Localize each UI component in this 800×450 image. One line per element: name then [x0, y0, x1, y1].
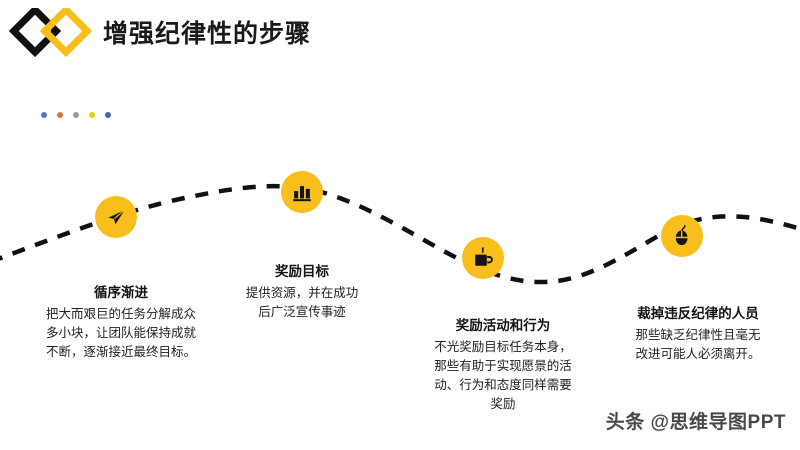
step-node-1[interactable]	[95, 196, 137, 238]
double-diamond-logo	[6, 4, 98, 60]
step-body-3: 不光奖励目标任务本身， 那些有助于实现愿景的活 动、行为和态度同样需要 奖励	[413, 338, 593, 414]
step-node-4[interactable]	[661, 215, 703, 257]
step-body-4-line-2: 改进可能人必须离开。	[635, 347, 761, 361]
bar-chart-icon	[293, 186, 311, 202]
step-text-block-1: 循序渐进 把大而艰巨的任务分解成众 多小块，让团队能保持成就 不断，逐渐接近最终…	[28, 283, 214, 362]
diamond-black	[8, 4, 62, 58]
step-body-4: 那些缺乏纪律性且毫无 改进可能人必须离开。	[608, 326, 788, 364]
dot-5	[105, 112, 111, 118]
step-title-1: 循序渐进	[94, 285, 148, 300]
step-text-block-4: 裁掉违反纪律的人员 那些缺乏纪律性且毫无 改进可能人必须离开。	[608, 304, 788, 364]
step-node-3[interactable]	[462, 237, 504, 279]
diamond-yellow	[39, 4, 93, 58]
step-body-4-line-1: 那些缺乏纪律性且毫无	[635, 328, 761, 342]
step-body-3-line-3: 动、行为和态度同样需要	[434, 378, 572, 392]
step-body-3-line-4: 奖励	[490, 397, 516, 411]
computer-mouse-icon	[675, 225, 688, 246]
watermark: 头条 @思维导图PPT	[605, 412, 786, 433]
decorative-dot-row	[41, 112, 111, 118]
step-title-4: 裁掉违反纪律的人员	[637, 306, 759, 321]
step-text-block-2: 奖励目标 提供资源，并在成功 后广泛宣传事迹	[211, 262, 393, 322]
step-title-3: 奖励活动和行为	[455, 318, 551, 333]
step-body-3-line-2: 那些有助于实现愿景的活	[434, 359, 572, 373]
step-body-2-line-1: 提供资源，并在成功	[245, 286, 359, 300]
cursor-pointer-icon	[108, 209, 125, 225]
step-body-3-line-1: 不光奖励目标任务本身，	[434, 340, 572, 354]
dot-1	[41, 112, 47, 118]
step-text-block-3: 奖励活动和行为 不光奖励目标任务本身， 那些有助于实现愿景的活 动、行为和态度同…	[413, 316, 593, 414]
coffee-cup-icon	[475, 247, 493, 266]
step-body-2: 提供资源，并在成功 后广泛宣传事迹	[211, 284, 393, 322]
step-body-2-line-2: 后广泛宣传事迹	[258, 305, 346, 319]
step-body-1-line-3: 不断，逐渐接近最终目标。	[45, 345, 196, 359]
step-body-1: 把大而艰巨的任务分解成众 多小块，让团队能保持成就 不断，逐渐接近最终目标。	[28, 305, 214, 362]
step-title-2: 奖励目标	[275, 264, 329, 279]
page-title: 增强纪律性的步骤	[103, 20, 312, 48]
dot-2	[57, 112, 63, 118]
step-node-2[interactable]	[281, 171, 323, 213]
dot-3	[73, 112, 79, 118]
dot-4	[89, 112, 95, 118]
step-body-1-line-1: 把大而艰巨的任务分解成众	[45, 307, 196, 321]
step-body-1-line-2: 多小块，让团队能保持成就	[45, 326, 196, 340]
